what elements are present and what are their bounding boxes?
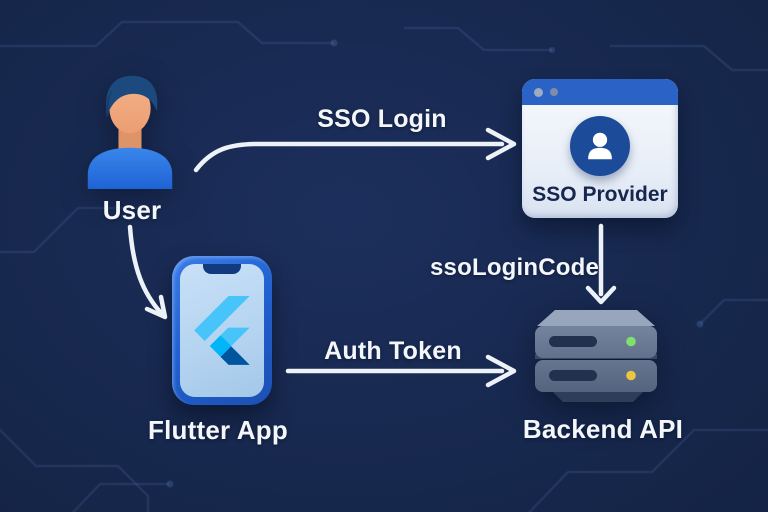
server-icon	[535, 310, 657, 402]
arrow-user-to-flutter-app	[127, 224, 168, 320]
arrow-user-to-sso-provider	[193, 127, 517, 173]
backend-api-label: Backend API	[522, 414, 684, 444]
sso-provider-node: SSO Provider	[522, 79, 678, 218]
smartphone-icon	[172, 256, 272, 405]
edge-label-auth-token: Auth Token	[324, 337, 462, 365]
person-avatar-icon	[570, 116, 630, 176]
server-slot	[549, 336, 597, 347]
window-control-dot-icon	[550, 88, 558, 96]
flutter-logo-icon	[194, 296, 250, 365]
browser-titlebar	[522, 79, 678, 105]
phone-notch	[203, 264, 241, 274]
user-icon	[87, 75, 173, 189]
window-control-dot-icon	[534, 87, 543, 97]
arrow-flutter-app-to-backend-api	[285, 354, 517, 388]
sso-provider-label: SSO Provider	[532, 183, 668, 206]
server-slot	[549, 370, 597, 381]
led-indicator-yellow	[626, 370, 636, 381]
user-label: User	[102, 195, 162, 225]
edge-label-sso-login-code: ssoLoginCode	[430, 254, 600, 281]
flutter-app-label: Flutter App	[148, 415, 288, 445]
arrow-sso-provider-to-backend-api	[585, 223, 617, 305]
phone-screen	[180, 264, 264, 397]
edge-label-sso-login: SSO Login	[317, 105, 447, 133]
led-indicator-green	[626, 336, 636, 347]
